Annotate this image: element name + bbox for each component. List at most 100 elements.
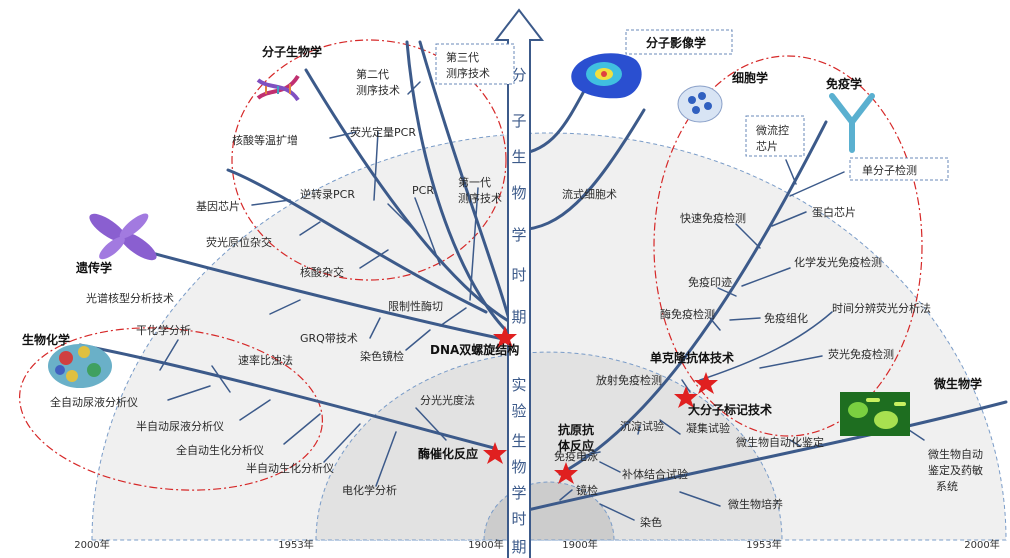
cell-icon	[677, 85, 723, 123]
era-experimental-label: 实 验 生 物 学 时 期	[511, 376, 526, 556]
twig-chip	[251, 199, 291, 206]
domain-microbiology: 微生物学	[933, 376, 982, 391]
svg-text:物: 物	[511, 184, 526, 202]
twig-complement	[599, 461, 621, 473]
leaf-immunoblot: 免疫印迹	[688, 275, 732, 289]
leaf-micro-ast-system: 微生物自动鉴定及药敏系统	[928, 447, 983, 493]
cell-branch	[517, 108, 646, 232]
milestone-monoclonal: 单克隆抗体技术	[650, 350, 734, 365]
leaf-micro-auto-id: 微生物自动化鉴定	[736, 435, 824, 449]
immuno-branch	[558, 120, 828, 476]
molecular-branch-a	[405, 40, 516, 340]
middle-era-band	[315, 351, 783, 541]
twig-rate	[211, 365, 231, 393]
svg-text:学: 学	[511, 484, 526, 502]
leaf-rapid-immuno: 快速免疫检测	[680, 211, 746, 225]
axis-tick-label: 1953年	[746, 538, 781, 551]
twig-pcr1	[469, 187, 479, 301]
axis-tick-label: 1900年	[562, 538, 597, 551]
star-antigen	[554, 462, 578, 484]
svg-text:物: 物	[511, 458, 526, 476]
immunology-region	[653, 55, 923, 437]
leaf-pcr: PCR	[412, 184, 434, 197]
twig-culture	[679, 491, 721, 507]
star-macro	[674, 386, 698, 408]
leaf-hybridization: 核酸杂交	[300, 265, 344, 279]
svg-text:验: 验	[511, 402, 526, 420]
twig-restrict	[439, 307, 467, 327]
single-box	[849, 157, 949, 181]
antibody-icon	[829, 93, 875, 153]
leaf-microfluidic: 微流控芯片	[756, 123, 789, 153]
axis-tick-label: 1900年	[468, 538, 503, 551]
twig-stain	[405, 329, 431, 351]
domain-molecular-biology: 分子生物学	[262, 44, 322, 59]
leaf-spectrophotometry: 分光光度法	[420, 393, 475, 407]
molecular-biology-region	[231, 39, 507, 281]
imaging-box	[625, 29, 733, 55]
leaf-chemiluminescence: 化学发光免疫检测	[794, 255, 882, 269]
domain-molecular-imaging: 分子影像学	[646, 35, 706, 50]
star-enzyme	[483, 442, 507, 464]
twig-karyo	[269, 299, 301, 315]
twig-protein	[771, 211, 807, 227]
twig-hybrid	[359, 249, 389, 269]
leaf-isothermal: 核酸等温扩增	[232, 133, 298, 147]
milestone-antigen-antibody: 抗原抗体反应	[558, 422, 594, 453]
leaf-complement: 补体结合试验	[622, 467, 688, 481]
twig-grq	[369, 317, 381, 339]
svg-text:生: 生	[511, 432, 526, 450]
twig-semi-bio	[323, 423, 361, 463]
leaf-restriction: 限制性酶切	[388, 299, 443, 313]
twig-microfluid	[785, 159, 797, 185]
twig-stainr	[599, 503, 635, 521]
twig-agglut	[659, 419, 681, 435]
gen3-box	[435, 43, 515, 85]
leaf-gene-chip: 基因芯片	[196, 199, 240, 213]
leaf-fish: 荧光原位杂交	[206, 235, 272, 249]
twig-semi-urine	[239, 399, 271, 421]
twig-full-urine	[167, 385, 211, 401]
leaf-immunoelectrophoresis: 免疫电泳	[554, 449, 598, 463]
leaf-qpcr: 荧光定量PCR	[350, 125, 416, 139]
leaf-electrochem: 电化学分析	[342, 483, 397, 497]
twig-gen2	[407, 81, 421, 95]
twig-microscope	[559, 489, 573, 501]
twig-trf	[699, 311, 833, 381]
leaf-full-biochem: 全自动生化分析仪	[176, 443, 264, 457]
twig-drychem	[159, 339, 179, 371]
twig-blot	[717, 287, 737, 297]
svg-text:时: 时	[511, 510, 526, 528]
leaf-agglutination: 凝集试验	[686, 421, 730, 435]
leaf-single-molecule: 单分子检测	[862, 163, 917, 177]
domain-genetics: 遗传学	[75, 260, 112, 275]
biochemistry-region	[19, 327, 323, 491]
twig-photo	[415, 407, 447, 441]
twig-eia	[709, 317, 721, 331]
twig-fish	[299, 221, 321, 236]
domain-immunology: 免疫学	[826, 76, 862, 91]
leaf-ria: 放射免疫检测	[596, 373, 662, 387]
leaf-microscopy: 镜检	[576, 483, 598, 497]
svg-text:生: 生	[511, 148, 526, 166]
molecular-branch-c	[304, 68, 512, 324]
twig-fia	[759, 355, 823, 369]
milestone-enzyme: 酶催化反应	[418, 446, 478, 461]
leaf-gen3-seq: 第三代测序技术	[446, 50, 490, 80]
leaf-precipitation: 沉淀试验	[620, 419, 664, 433]
milestone-dna-helix: DNA双螺旋结构	[430, 342, 519, 357]
star-dna	[493, 326, 517, 348]
twig-pcr	[414, 197, 441, 266]
twig-rt-pcr	[387, 203, 421, 237]
twig-ie	[581, 451, 601, 457]
leaf-rate-turbidimetry: 速率比浊法	[238, 353, 293, 367]
svg-text:学: 学	[511, 226, 526, 244]
leaf-micro-culture: 微生物培养	[728, 497, 783, 511]
leaf-gen1-seq: 第一代测序技术	[458, 175, 502, 205]
domain-biochemistry: 生物化学	[22, 332, 70, 347]
genetics-branch	[146, 250, 510, 342]
era-molecular-label: 分 子 生 物 学 时 期	[511, 66, 526, 326]
leaf-semi-urine: 半自动尿液分析仪	[136, 419, 224, 433]
